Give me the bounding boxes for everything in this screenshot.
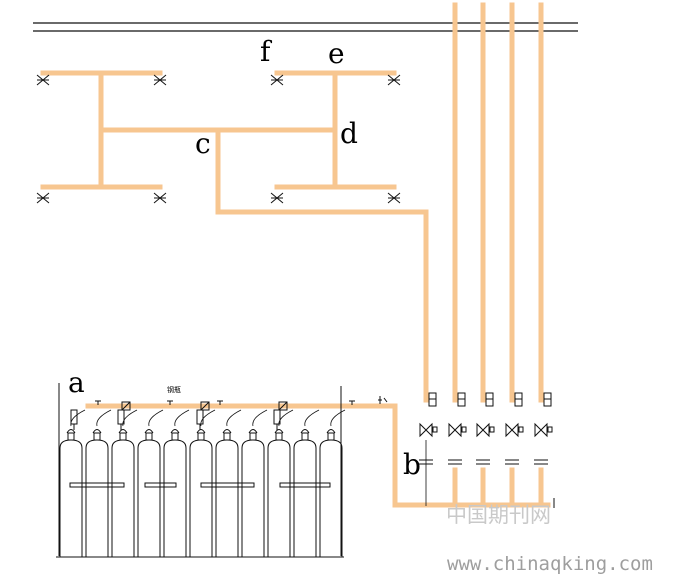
gas-cylinder [59,409,86,557]
nozzle-icon [387,74,401,86]
actuator-icon [273,409,281,430]
watermark-site: 中国期刊网 [446,503,551,527]
selector-valve-group [419,392,553,465]
nozzle-icon [36,192,50,204]
manifold-fitting-icon [167,400,173,405]
nozzle-group [36,74,401,204]
nozzle-icon [36,74,50,86]
actuator-icon [70,409,78,430]
nozzle-icon [153,74,167,86]
label-c: c [195,127,211,160]
gas-cylinder [293,409,320,557]
gas-cylinder [163,409,190,557]
selector-valve-icon [448,392,467,465]
gas-cylinder [85,409,112,557]
nozzle-icon [270,192,284,204]
check-valve-icon [121,401,131,411]
watermark: 中国期刊网 www.chinaqking.com [446,503,653,574]
manifold-fitting-icon [95,400,101,405]
misc-lines [58,383,555,556]
selector-valve-icon [505,392,524,465]
label-d: d [340,117,358,150]
selector-valve-icon [534,392,553,465]
label-b: b [403,448,421,481]
actuator-icon [117,409,125,430]
selector-valve-icon [419,392,438,465]
cylinder-strap [279,482,331,488]
cylinder-annotation: 钢瓶 [167,385,181,394]
cylinder-bank [56,400,355,558]
watermark-url: www.chinaqking.com [447,553,653,574]
nozzle-icon [270,74,284,86]
label-e: e [328,37,345,70]
gas-cylinder [111,409,138,557]
actuator-icon [196,409,204,430]
pipe-cylinder-manifold [85,403,551,508]
ceiling-lines [33,22,578,32]
manifold-fitting-icon [349,400,355,405]
gas-cylinder [189,409,216,557]
cylinder-strap [200,482,255,488]
label-a: a [68,366,85,399]
gas-cylinder [215,409,242,557]
gas-cylinder [137,409,164,557]
label-f: f [260,35,273,68]
nozzle-icon [153,192,167,204]
check-valve-icon [278,401,288,411]
gas-cylinder [241,409,268,557]
cylinder-strap [69,482,125,488]
pipe-feed-line [215,127,429,403]
pipe-network [40,2,551,508]
gas-cylinder [267,409,294,557]
manifold-fitting-icon [217,400,223,405]
cylinder-strap [144,482,177,488]
labels: a b c d e f 钢瓶 [68,35,421,481]
check-valve-icon [200,401,210,411]
nozzle-icon [387,192,401,204]
selector-valve-icon [476,392,495,465]
